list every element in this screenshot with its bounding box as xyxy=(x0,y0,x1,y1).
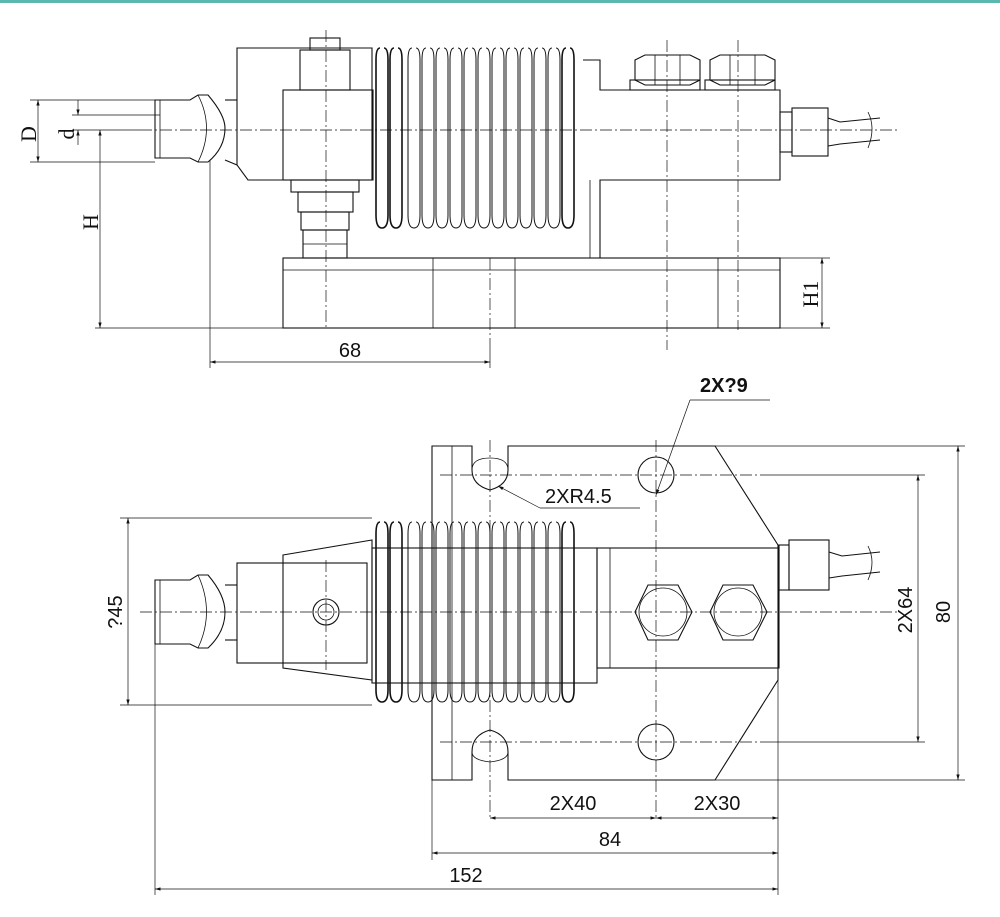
side-nut-2 xyxy=(300,211,350,231)
side-left-block xyxy=(236,47,373,181)
side-shaft xyxy=(154,94,226,163)
top-sensor-right xyxy=(596,547,780,669)
top-sensor-neck xyxy=(282,539,373,681)
top-bellows xyxy=(375,521,575,703)
side-base-plate xyxy=(282,257,781,329)
label-2x30: 2X30 xyxy=(694,793,741,815)
label-dia-45: ?45 xyxy=(105,595,127,628)
label-H1: H1 xyxy=(798,281,823,308)
side-right-block xyxy=(583,59,781,258)
side-hex-nuts xyxy=(629,54,776,91)
side-bellows xyxy=(375,47,575,229)
side-view: D d H H1 68 xyxy=(16,30,900,368)
top-sensor-body xyxy=(236,562,368,664)
label-d: d xyxy=(54,129,79,140)
top-hex-nuts xyxy=(634,584,768,641)
label-152: 152 xyxy=(449,865,482,887)
label-2x40: 2X40 xyxy=(550,793,597,815)
label-D: D xyxy=(16,126,41,142)
top-accent-bar xyxy=(0,0,1000,3)
top-shaft xyxy=(154,574,226,649)
label-2x64: 2X64 xyxy=(895,587,917,634)
label-H: H xyxy=(78,214,103,230)
label-80: 80 xyxy=(933,601,955,623)
top-cable-gland xyxy=(778,539,881,591)
side-cable-gland xyxy=(779,107,881,157)
label-84: 84 xyxy=(599,829,621,851)
top-view: 2X?9 2XR4.5 ?45 2X64 80 2X40 xyxy=(105,375,965,895)
label-slot-radius: 2XR4.5 xyxy=(545,486,612,508)
label-hole-dia: 2X?9 xyxy=(700,375,748,397)
side-nut-1 xyxy=(290,179,360,193)
label-68: 68 xyxy=(339,340,361,362)
